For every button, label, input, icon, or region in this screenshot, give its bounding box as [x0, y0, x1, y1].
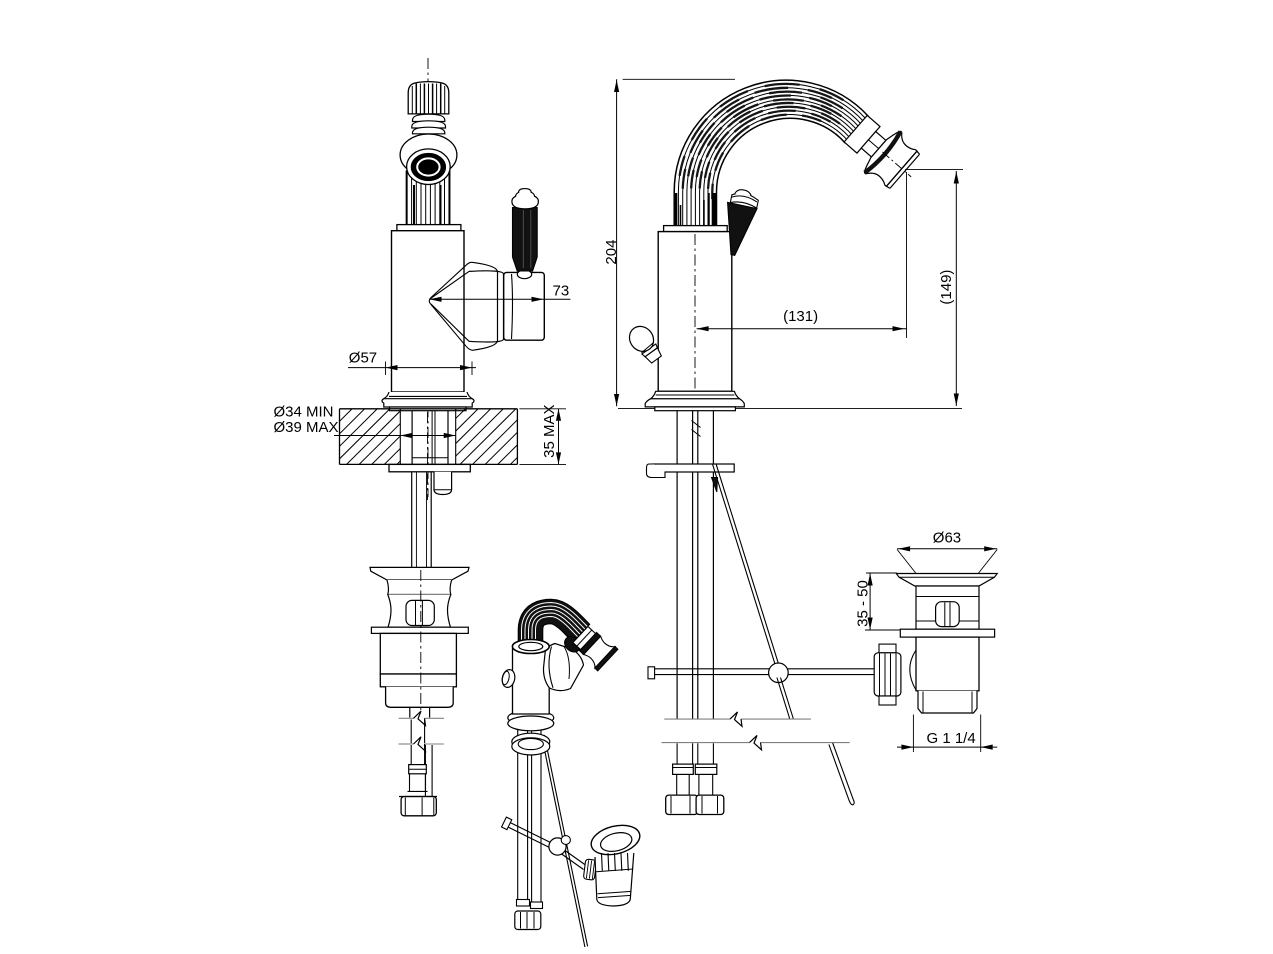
svg-text:73: 73 — [553, 283, 570, 300]
svg-text:204: 204 — [603, 240, 620, 265]
svg-text:G 1 1/4: G 1 1/4 — [927, 730, 976, 747]
svg-text:Ø63: Ø63 — [933, 530, 961, 547]
svg-text:Ø34 MIN: Ø34 MIN — [274, 404, 334, 421]
svg-text:35 - 50: 35 - 50 — [854, 580, 871, 627]
svg-text:(131): (131) — [783, 308, 818, 325]
svg-text:Ø57: Ø57 — [349, 349, 377, 366]
svg-text:Ø39 MAX: Ø39 MAX — [274, 419, 339, 436]
svg-text:(149): (149) — [938, 270, 955, 305]
svg-text:35 MAX: 35 MAX — [541, 404, 558, 457]
